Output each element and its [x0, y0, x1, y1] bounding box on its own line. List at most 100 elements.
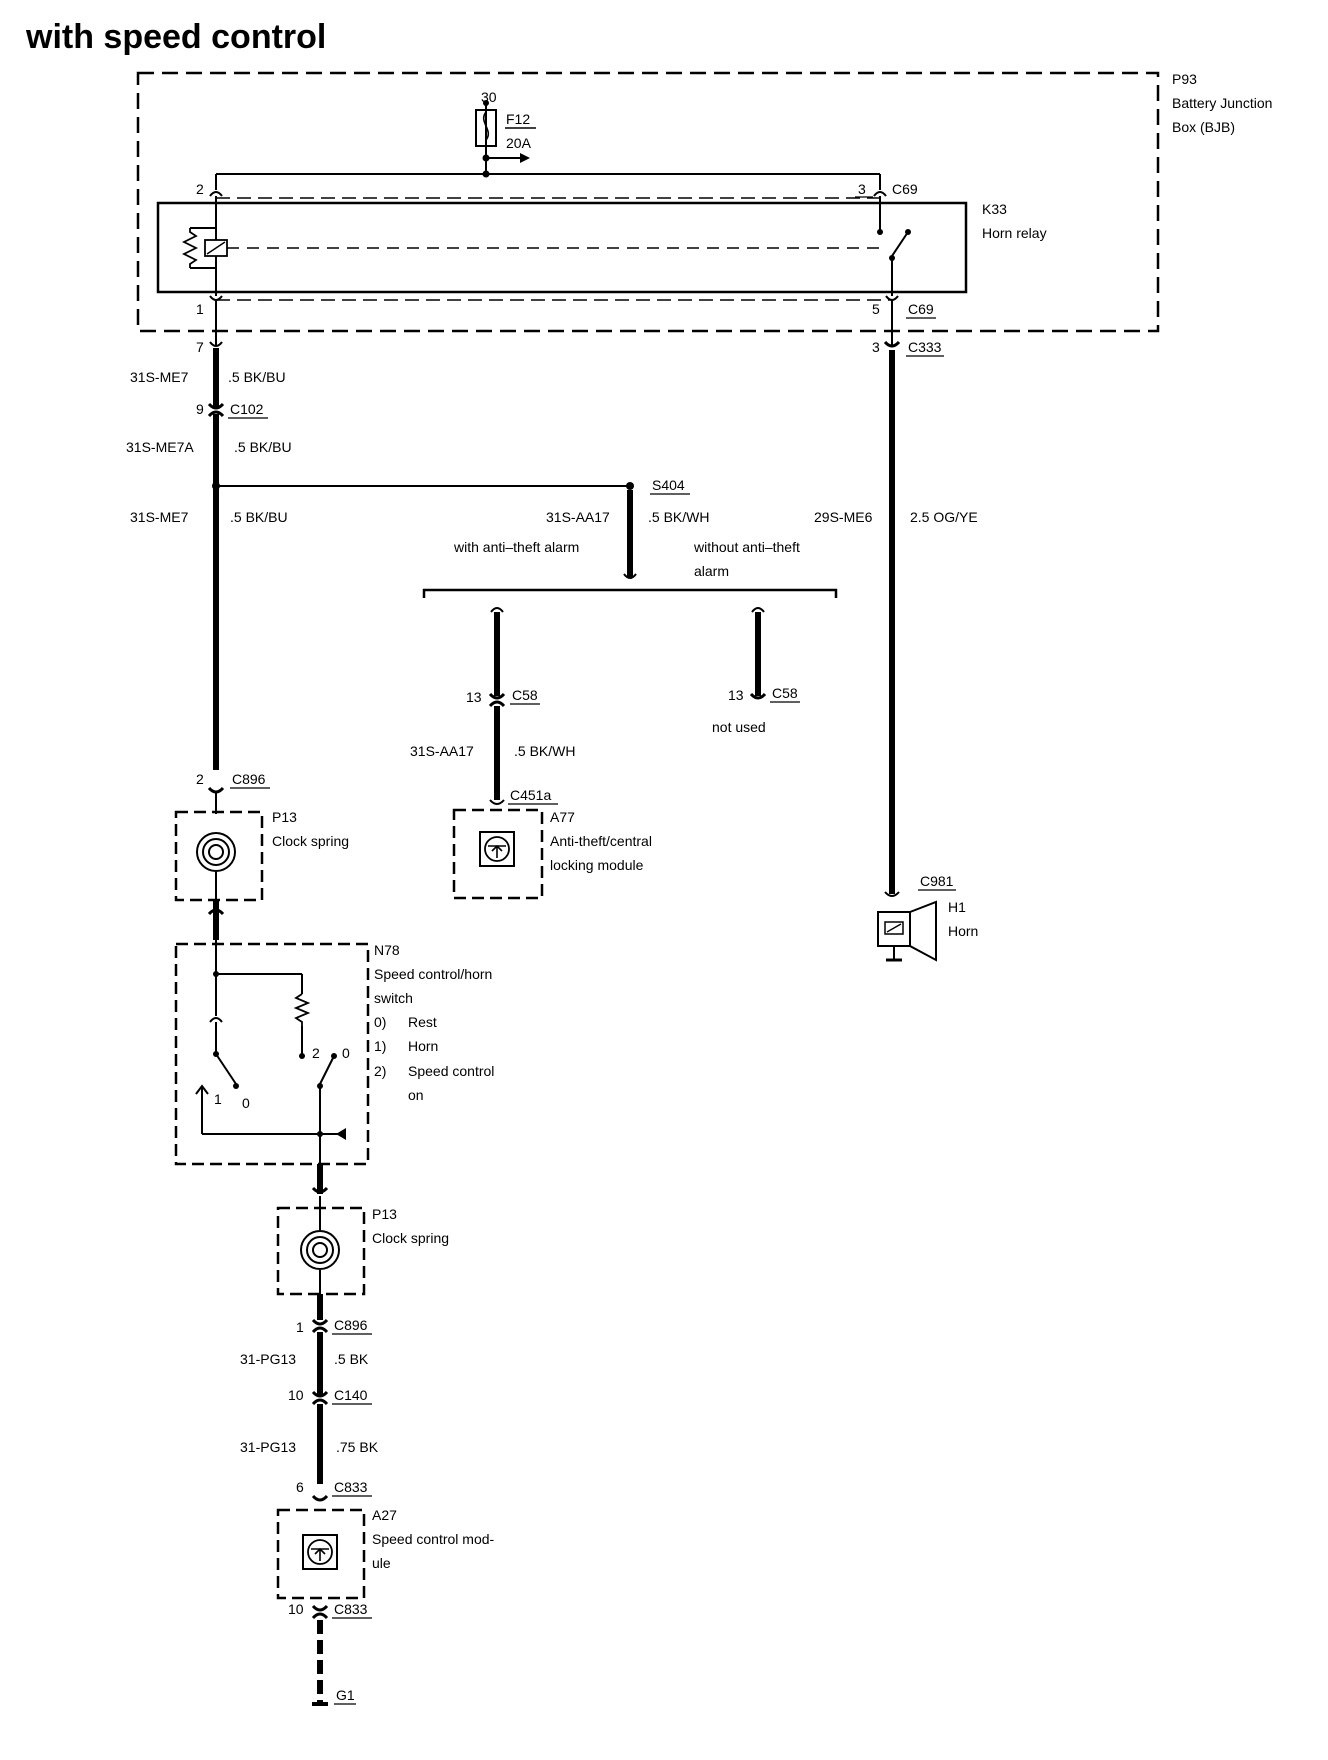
- c140-name: C140: [334, 1387, 368, 1403]
- c333-name: C333: [908, 339, 942, 355]
- w5-circuit: 29S-ME6: [814, 509, 873, 525]
- w2-circuit: 31S-ME7A: [126, 439, 194, 455]
- switch-pos0-key: 0): [374, 1014, 386, 1030]
- c896-top-name: C896: [232, 771, 266, 787]
- clock-spring-icon: [300, 1230, 340, 1270]
- c451a-label: C451a: [510, 787, 551, 803]
- antitheft-module-box: [452, 808, 544, 900]
- switch-pos2-label-2: on: [408, 1087, 424, 1103]
- connector-glyph: [873, 191, 887, 197]
- c58-right-pin: 13: [728, 687, 744, 703]
- fuse-rating: 20A: [506, 135, 532, 151]
- antitheft-id: A77: [550, 809, 575, 825]
- relay-pin2-label: 2: [196, 181, 204, 197]
- relay-contact: [891, 231, 909, 257]
- speedmod-name-2: ule: [372, 1555, 391, 1571]
- speed-control-module-box: [276, 1508, 366, 1600]
- relay-name: Horn relay: [982, 225, 1047, 241]
- w4-circuit: 31S-AA17: [546, 509, 610, 525]
- fuse-pin-label: 30: [481, 89, 497, 105]
- bjb-name-2: Box (BJB): [1172, 119, 1235, 135]
- c102-pin: 9: [196, 401, 204, 417]
- w1-circuit: 31S-ME7: [130, 369, 189, 385]
- w1-spec: .5 BK/BU: [228, 369, 286, 385]
- c58-left-pin: 13: [466, 689, 482, 705]
- c58-left-name: C58: [512, 687, 538, 703]
- c69-bot-pin: 5: [872, 301, 880, 317]
- bjb-name-1: Battery Junction: [1172, 95, 1272, 111]
- note-with-alarm: with anti–theft alarm: [453, 539, 579, 555]
- switch-pos2-label: Speed control: [408, 1063, 494, 1079]
- sw1-pos-a: 1: [214, 1091, 222, 1107]
- c833-bot-name: C833: [334, 1601, 368, 1617]
- horn-switch-box: [174, 942, 370, 1166]
- c833-top-name: C833: [334, 1479, 368, 1495]
- speedmod-id: A27: [372, 1507, 397, 1523]
- note-not-used: not used: [712, 719, 766, 735]
- clock2-name: Clock spring: [372, 1230, 449, 1246]
- horn-name: Horn: [948, 923, 978, 939]
- c896-bot-name: C896: [334, 1317, 368, 1333]
- w6-spec: .5 BK/WH: [514, 743, 575, 759]
- switch-resistor: [293, 993, 311, 1026]
- w7-spec: .5 BK: [334, 1351, 369, 1367]
- s404-label: S404: [652, 477, 685, 493]
- arrow-right-icon: [520, 153, 530, 163]
- speedmod-name-1: Speed control mod-: [372, 1531, 495, 1547]
- w6-circuit: 31S-AA17: [410, 743, 474, 759]
- w8-circuit: 31-PG13: [240, 1439, 296, 1455]
- relay-coil-resistor: [181, 228, 199, 268]
- c102-name: C102: [230, 401, 264, 417]
- switch-pos2-key: 2): [374, 1063, 386, 1079]
- note-without-alarm-2: alarm: [694, 563, 729, 579]
- switch-name-2: switch: [374, 990, 413, 1006]
- relay-id: K33: [982, 201, 1007, 217]
- sw2-pos-a: 2: [312, 1045, 320, 1061]
- c981-label: C981: [920, 873, 954, 889]
- fuse-name: F12: [506, 111, 530, 127]
- clock-spring-1-box: [174, 810, 264, 902]
- clock1-id: P13: [272, 809, 297, 825]
- switch-pos0-label: Rest: [408, 1014, 437, 1030]
- connector-glyph: [209, 191, 223, 197]
- diagram-title: with speed control: [26, 18, 327, 56]
- pin7-label: 7: [196, 339, 204, 355]
- horn-relay-box: [156, 201, 968, 294]
- module-transistor-icon: [484, 836, 510, 862]
- g1-label: G1: [336, 1687, 355, 1703]
- option-bracket: [422, 588, 838, 598]
- arrow-left-icon: [336, 1128, 346, 1140]
- s404-dot: [626, 482, 634, 490]
- horn-switch-contact: [215, 1053, 237, 1085]
- w5-spec: 2.5 OG/YE: [910, 509, 978, 525]
- c896-top-pin: 2: [196, 771, 204, 787]
- c833-bot-pin: 10: [288, 1601, 304, 1617]
- clock2-id: P13: [372, 1206, 397, 1222]
- c69-top-pin: 3: [858, 181, 866, 197]
- speed-switch-contact: [319, 1055, 335, 1085]
- note-without-alarm-1: without anti–theft: [693, 539, 800, 555]
- clock-spring-icon: [196, 832, 236, 872]
- switch-pos1-key: 1): [374, 1038, 386, 1054]
- c333-pin: 3: [872, 339, 880, 355]
- clock1-name: Clock spring: [272, 833, 349, 849]
- switch-name-1: Speed control/horn: [374, 966, 492, 982]
- sw1-pos-b: 0: [242, 1095, 250, 1111]
- c833-top-pin: 6: [296, 1479, 304, 1495]
- switch-pos1-label: Horn: [408, 1038, 438, 1054]
- w4-spec: .5 BK/WH: [648, 509, 709, 525]
- antitheft-name-2: locking module: [550, 857, 644, 873]
- horn-id: H1: [948, 899, 966, 915]
- bjb-outline: [136, 71, 1160, 333]
- w2-spec: .5 BK/BU: [234, 439, 292, 455]
- w3-spec: .5 BK/BU: [230, 509, 288, 525]
- c69-bot-name: C69: [908, 301, 934, 317]
- switch-id: N78: [374, 942, 400, 958]
- sw2-pos-b: 0: [342, 1045, 350, 1061]
- c896-bot-pin: 1: [296, 1319, 304, 1335]
- horn-icon: [877, 911, 911, 947]
- c69-top-name: C69: [892, 181, 918, 197]
- w3-circuit: 31S-ME7: [130, 509, 189, 525]
